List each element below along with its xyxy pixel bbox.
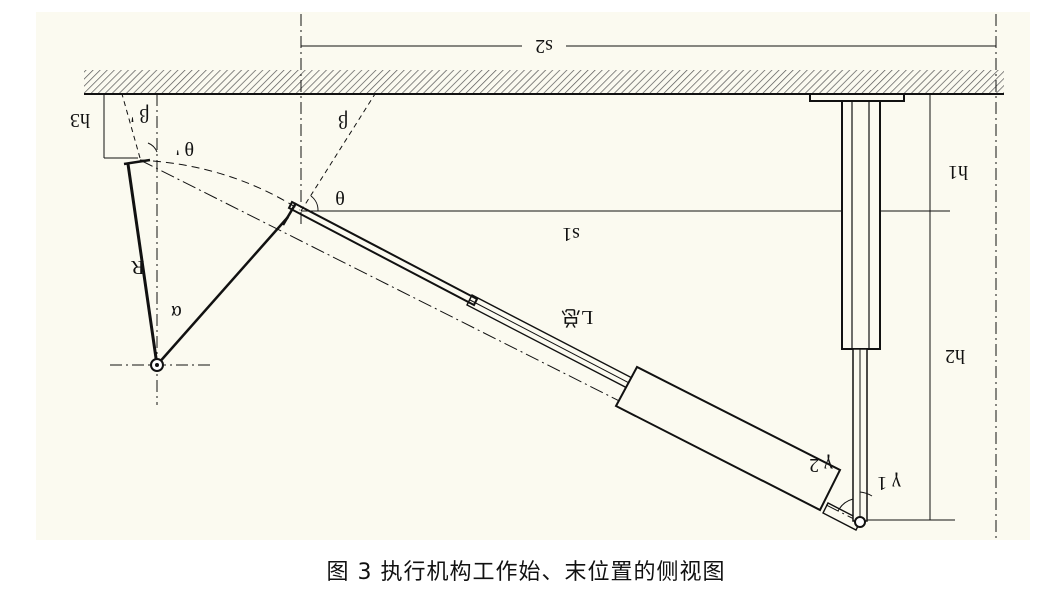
- figure-caption: 图 3 执行机构工作始、末位置的侧视图: [326, 560, 726, 585]
- L-total-label: L总: [561, 306, 593, 329]
- h1-label: h1: [948, 161, 968, 183]
- h3-label: h3: [70, 109, 90, 131]
- gamma2-arc: [837, 498, 854, 512]
- column-mounting-plate: [809, 93, 905, 102]
- travel-arc-dashed: [139, 159, 301, 211]
- theta-prime-arc: [147, 142, 158, 153]
- beta-label: β: [338, 110, 348, 132]
- beta-prime-dashed-line: [121, 93, 141, 159]
- initial-actuator-centerline: [139, 159, 861, 523]
- actuator-end-tick: [281, 202, 298, 226]
- bottom-joint: [854, 516, 866, 528]
- theta-prime-label: θ ': [176, 137, 194, 159]
- h2-label: h2: [945, 345, 965, 367]
- column-outer-tube: [841, 100, 881, 350]
- actuator-rod: [287, 200, 479, 307]
- crank-arm-end-tick: [123, 158, 151, 166]
- gamma2-label: γ 2: [809, 454, 834, 476]
- crank-arm-R: [126, 163, 159, 366]
- crank-link: [156, 216, 289, 366]
- theta-arc: [310, 195, 319, 212]
- s1-label: s1: [562, 223, 580, 245]
- s2-label: s2: [535, 35, 553, 57]
- beta-prime-label: β ': [131, 104, 150, 126]
- actuator-sleeve-centerline: [469, 299, 634, 386]
- gamma1-arc: [859, 491, 873, 497]
- crank-pivot-center: [155, 363, 159, 367]
- actuator-cylinder: [614, 365, 842, 512]
- gamma1-label: γ 1: [877, 472, 902, 494]
- alpha-label: α: [171, 301, 182, 323]
- theta-label: θ: [335, 188, 345, 210]
- ceiling-hatch: [84, 70, 1004, 94]
- R-label: R: [130, 256, 144, 278]
